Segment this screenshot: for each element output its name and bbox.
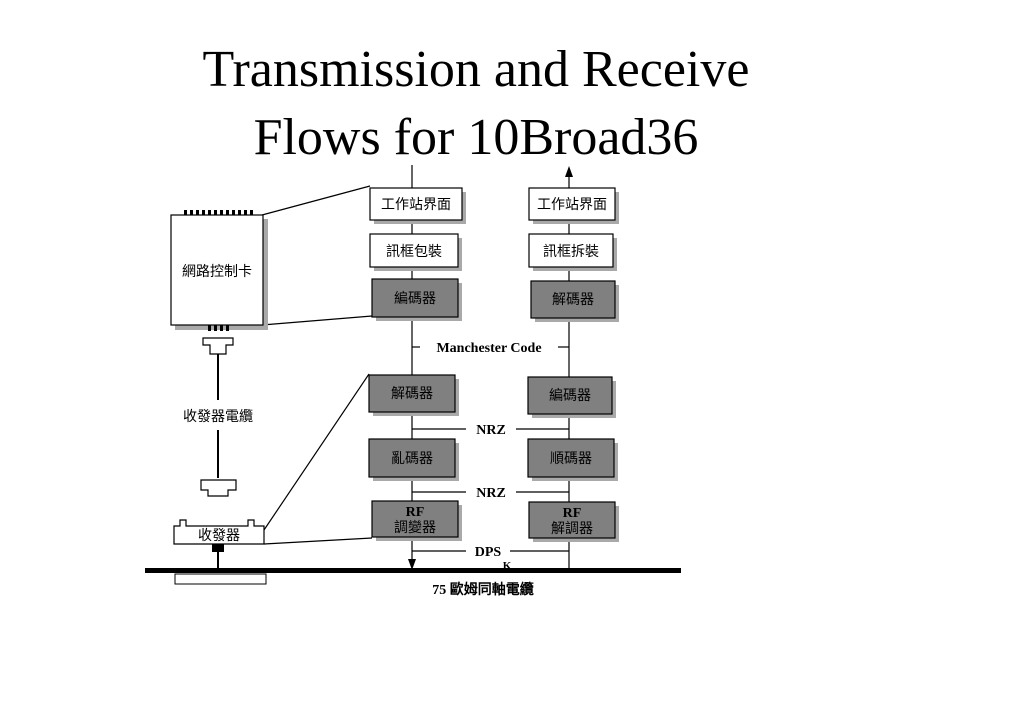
svg-text:解碼器: 解碼器 (552, 292, 594, 308)
title-line-1: Transmission and Receive (202, 41, 750, 98)
nic-top-pins (184, 210, 253, 215)
rx-frame-unpacking: 訊框拆裝 (528, 233, 617, 271)
signal-dps: DPS (475, 545, 502, 560)
svg-text:訊框包裝: 訊框包裝 (386, 244, 442, 260)
tx-encoder: 編碼器 (371, 278, 462, 321)
transceiver: 收發器 (173, 519, 265, 552)
title-line-2: Flows for 10Broad36 (253, 109, 699, 166)
tx-decoder: 解碼器 (368, 374, 459, 416)
signal-nrz-1: NRZ (476, 423, 506, 438)
rx-rf-demodulator: RF 解調器 (528, 501, 619, 542)
signal-manchester-code: Manchester Code (436, 341, 541, 356)
svg-text:順碼器: 順碼器 (550, 451, 592, 467)
rx-descrambler: 順碼器 (527, 438, 618, 481)
svg-text:RF: RF (563, 506, 582, 521)
tx-scrambler: 亂碼器 (368, 438, 459, 481)
rx-decoder: 解碼器 (530, 280, 619, 322)
svg-text:調變器: 調變器 (394, 520, 436, 536)
svg-text:工作站界面: 工作站界面 (537, 197, 607, 213)
svg-text:編碼器: 編碼器 (394, 291, 436, 307)
nic-bottom-pins (208, 325, 229, 331)
signal-dps-sub: K (503, 560, 512, 572)
svg-text:編碼器: 編碼器 (549, 388, 591, 404)
nic-cable-connector (202, 337, 234, 355)
tx-rf-modulator: RF 調變器 (371, 500, 462, 541)
transceiver-label: 收發器 (198, 528, 240, 544)
rx-encoder: 編碼器 (527, 376, 616, 418)
transceiver-cable-label: 收發器電纜 (183, 408, 253, 425)
rx-output-arrowhead (565, 166, 573, 177)
signal-nrz-2: NRZ (476, 486, 506, 501)
rx-workstation-interface: 工作站界面 (528, 187, 619, 224)
svg-text:訊框拆裝: 訊框拆裝 (543, 244, 599, 260)
svg-text:解碼器: 解碼器 (391, 386, 433, 402)
svg-text:解調器: 解調器 (551, 521, 593, 537)
network-interface-card: 網路控制卡 (170, 210, 268, 331)
tx-output-arrowhead (408, 559, 416, 570)
tx-workstation-interface: 工作站界面 (369, 187, 466, 224)
tx-frame-packing: 訊框包裝 (369, 233, 462, 271)
transceiver-cable-connector (200, 479, 237, 497)
coax-cable (145, 568, 681, 573)
svg-text:工作站界面: 工作站界面 (381, 197, 451, 213)
coax-cable-label: 75 歐姆同軸電纜 (432, 581, 534, 598)
svg-text:亂碼器: 亂碼器 (391, 451, 433, 467)
cable-mount (174, 573, 267, 585)
svg-text:RF: RF (406, 505, 425, 520)
nic-label: 網路控制卡 (182, 264, 252, 280)
